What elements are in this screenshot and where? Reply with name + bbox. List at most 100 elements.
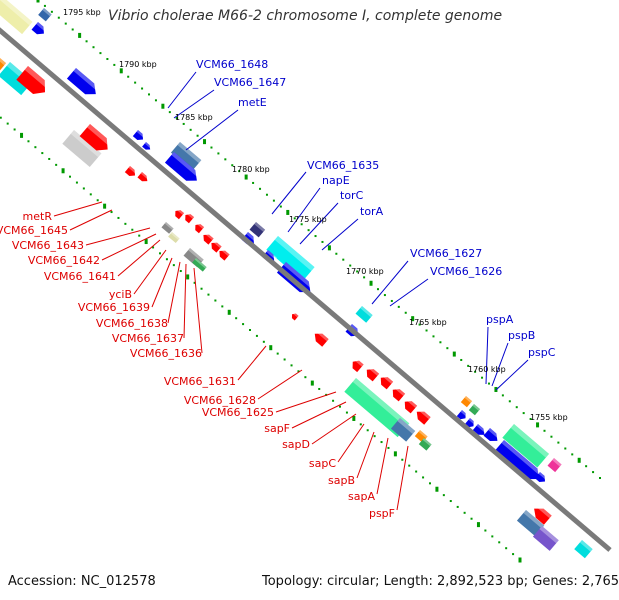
- reverse-gene-label: VCM66_1641: [44, 270, 116, 283]
- kbp-tick-label: 1785 kbp: [175, 113, 213, 122]
- accession-label: Accession: NC_012578: [8, 574, 156, 589]
- forward-gene-leader-line: [185, 109, 239, 151]
- reverse-gene-leader-line: [257, 369, 303, 400]
- feature-forward-15: [534, 472, 548, 482]
- reverse-gene-leader-line: [167, 261, 181, 324]
- reverse-gene-leader-line: [237, 345, 267, 381]
- outer-tick-ring: [36, 0, 601, 479]
- forward-gene-leader-line: [491, 342, 509, 387]
- kbp-tick-label: 1790 kbp: [119, 60, 157, 69]
- feature-pale-1: [168, 232, 180, 244]
- kbp-tick-label: 1780 kbp: [232, 165, 270, 174]
- feature-reverse-12: [314, 330, 329, 347]
- forward-gene-leader-line: [173, 89, 215, 119]
- feature-green-4: [468, 404, 481, 416]
- feature-reverse-7: [195, 222, 205, 234]
- feature-layer: [0, 0, 593, 559]
- forward-gene-leader-line: [495, 359, 529, 391]
- feature-reverse-17: [404, 398, 418, 414]
- forward-gene-label: pspB: [508, 329, 535, 342]
- reverse-gene-leader-line: [151, 257, 173, 308]
- feature-cyan-2: [266, 236, 315, 281]
- reverse-gene-leader-line: [356, 431, 375, 479]
- reverse-gene-leader-line: [337, 423, 365, 463]
- feature-reverse-4: [137, 172, 150, 182]
- kbp-label-layer: 1795 kbp 1790 kbp 1785 kbp 1780 kbp 1775 kbp…: [63, 8, 568, 422]
- feature-reverse-14: [366, 366, 380, 382]
- reverse-gene-leader-line: [117, 239, 161, 277]
- kbp-tick-label: 1765 kbp: [409, 318, 447, 327]
- reverse-gene-leader-line: [376, 437, 389, 495]
- kbp-tick-label: 1775 kbp: [289, 215, 327, 224]
- forward-gene-leader-line: [371, 260, 409, 305]
- reverse-gene-label: VCM66_1638: [96, 317, 168, 330]
- feature-cyan-4: [574, 540, 593, 559]
- forward-gene-label: VCM66_1647: [214, 76, 286, 89]
- feature-reverse-13: [352, 358, 364, 373]
- feature-green-2: [344, 378, 410, 438]
- reverse-gene-label: VCM66_1636: [130, 347, 202, 360]
- feature-cyan-3: [355, 306, 373, 323]
- feature-forward-4: [142, 142, 153, 150]
- reverse-gene-leader-line: [291, 401, 347, 429]
- reverse-gene-leader-line: [396, 445, 409, 511]
- feature-forward-11: [464, 418, 477, 428]
- kbp-tick-label: 1795 kbp: [63, 8, 101, 17]
- topology-label: Topology: circular; Length: 2,892,523 bp…: [262, 574, 619, 589]
- reverse-gene-label: VCM66_1628: [184, 394, 256, 407]
- forward-gene-label: metE: [238, 96, 267, 109]
- feature-reverse-8: [203, 232, 214, 245]
- tick-layer: [0, 0, 601, 563]
- reverse-gene-label: VCM66_1625: [202, 406, 274, 419]
- reverse-gene-leader-line: [193, 267, 203, 354]
- feature-grey-1: [62, 130, 102, 168]
- kbp-tick-label: 1755 kbp: [530, 413, 568, 422]
- reverse-gene-label: VCM66_1643: [12, 239, 84, 252]
- feature-green-3: [418, 438, 432, 451]
- feature-steel-3: [390, 418, 416, 442]
- feature-orange-1: [0, 58, 7, 71]
- forward-gene-label: napE: [322, 174, 350, 187]
- feature-green-1: [192, 258, 207, 272]
- reverse-gene-label: VCM66_1642: [28, 254, 100, 267]
- forward-gene-label: torA: [360, 205, 384, 218]
- feature-reverse-15: [380, 374, 394, 390]
- forward-gene-label: VCM66_1635: [307, 159, 379, 172]
- forward-gene-label: pspC: [528, 346, 556, 359]
- reverse-gene-label: sapD: [282, 438, 310, 451]
- kbp-tick-label: 1760 kbp: [468, 365, 506, 374]
- feature-grey-2: [161, 222, 174, 234]
- reverse-gene-leader-line: [85, 227, 151, 246]
- feature-reverse-18: [416, 408, 431, 425]
- feature-green-5: [502, 424, 550, 468]
- feature-reverse-9: [211, 240, 222, 253]
- feature-forward-12: [472, 424, 488, 435]
- forward-gene-label: VCM66_1627: [410, 247, 482, 260]
- inner-tick-ring: [0, 116, 522, 563]
- feature-reverse-3: [124, 166, 138, 176]
- feature-reverse-1: [16, 66, 51, 94]
- feature-purple-1: [532, 526, 559, 551]
- forward-gene-label: torC: [340, 189, 364, 202]
- reverse-gene-label: VCM66_1639: [78, 301, 150, 314]
- feature-forward-5: [164, 152, 202, 181]
- reverse-gene-leader-line: [311, 413, 357, 445]
- leader-line-layer: [53, 71, 529, 511]
- reverse-gene-leader-line: [183, 263, 187, 339]
- feature-forward-1: [31, 22, 48, 35]
- forward-gene-label: VCM66_1648: [196, 58, 268, 71]
- chromosome-backbone: [0, 27, 612, 552]
- feature-reverse-10: [219, 248, 230, 261]
- feature-forward-3: [132, 130, 146, 140]
- forward-gene-label: pspA: [486, 313, 514, 326]
- reverse-gene-leader-line: [275, 391, 337, 413]
- reverse-gene-leader-line: [53, 201, 103, 217]
- forward-gene-label: VCM66_1626: [430, 265, 502, 278]
- feature-forward-10: [456, 410, 469, 420]
- feature-reverse-2: [79, 124, 113, 151]
- reverse-gene-label: sapA: [348, 490, 375, 503]
- reverse-gene-label: VCM66_1645: [0, 224, 68, 237]
